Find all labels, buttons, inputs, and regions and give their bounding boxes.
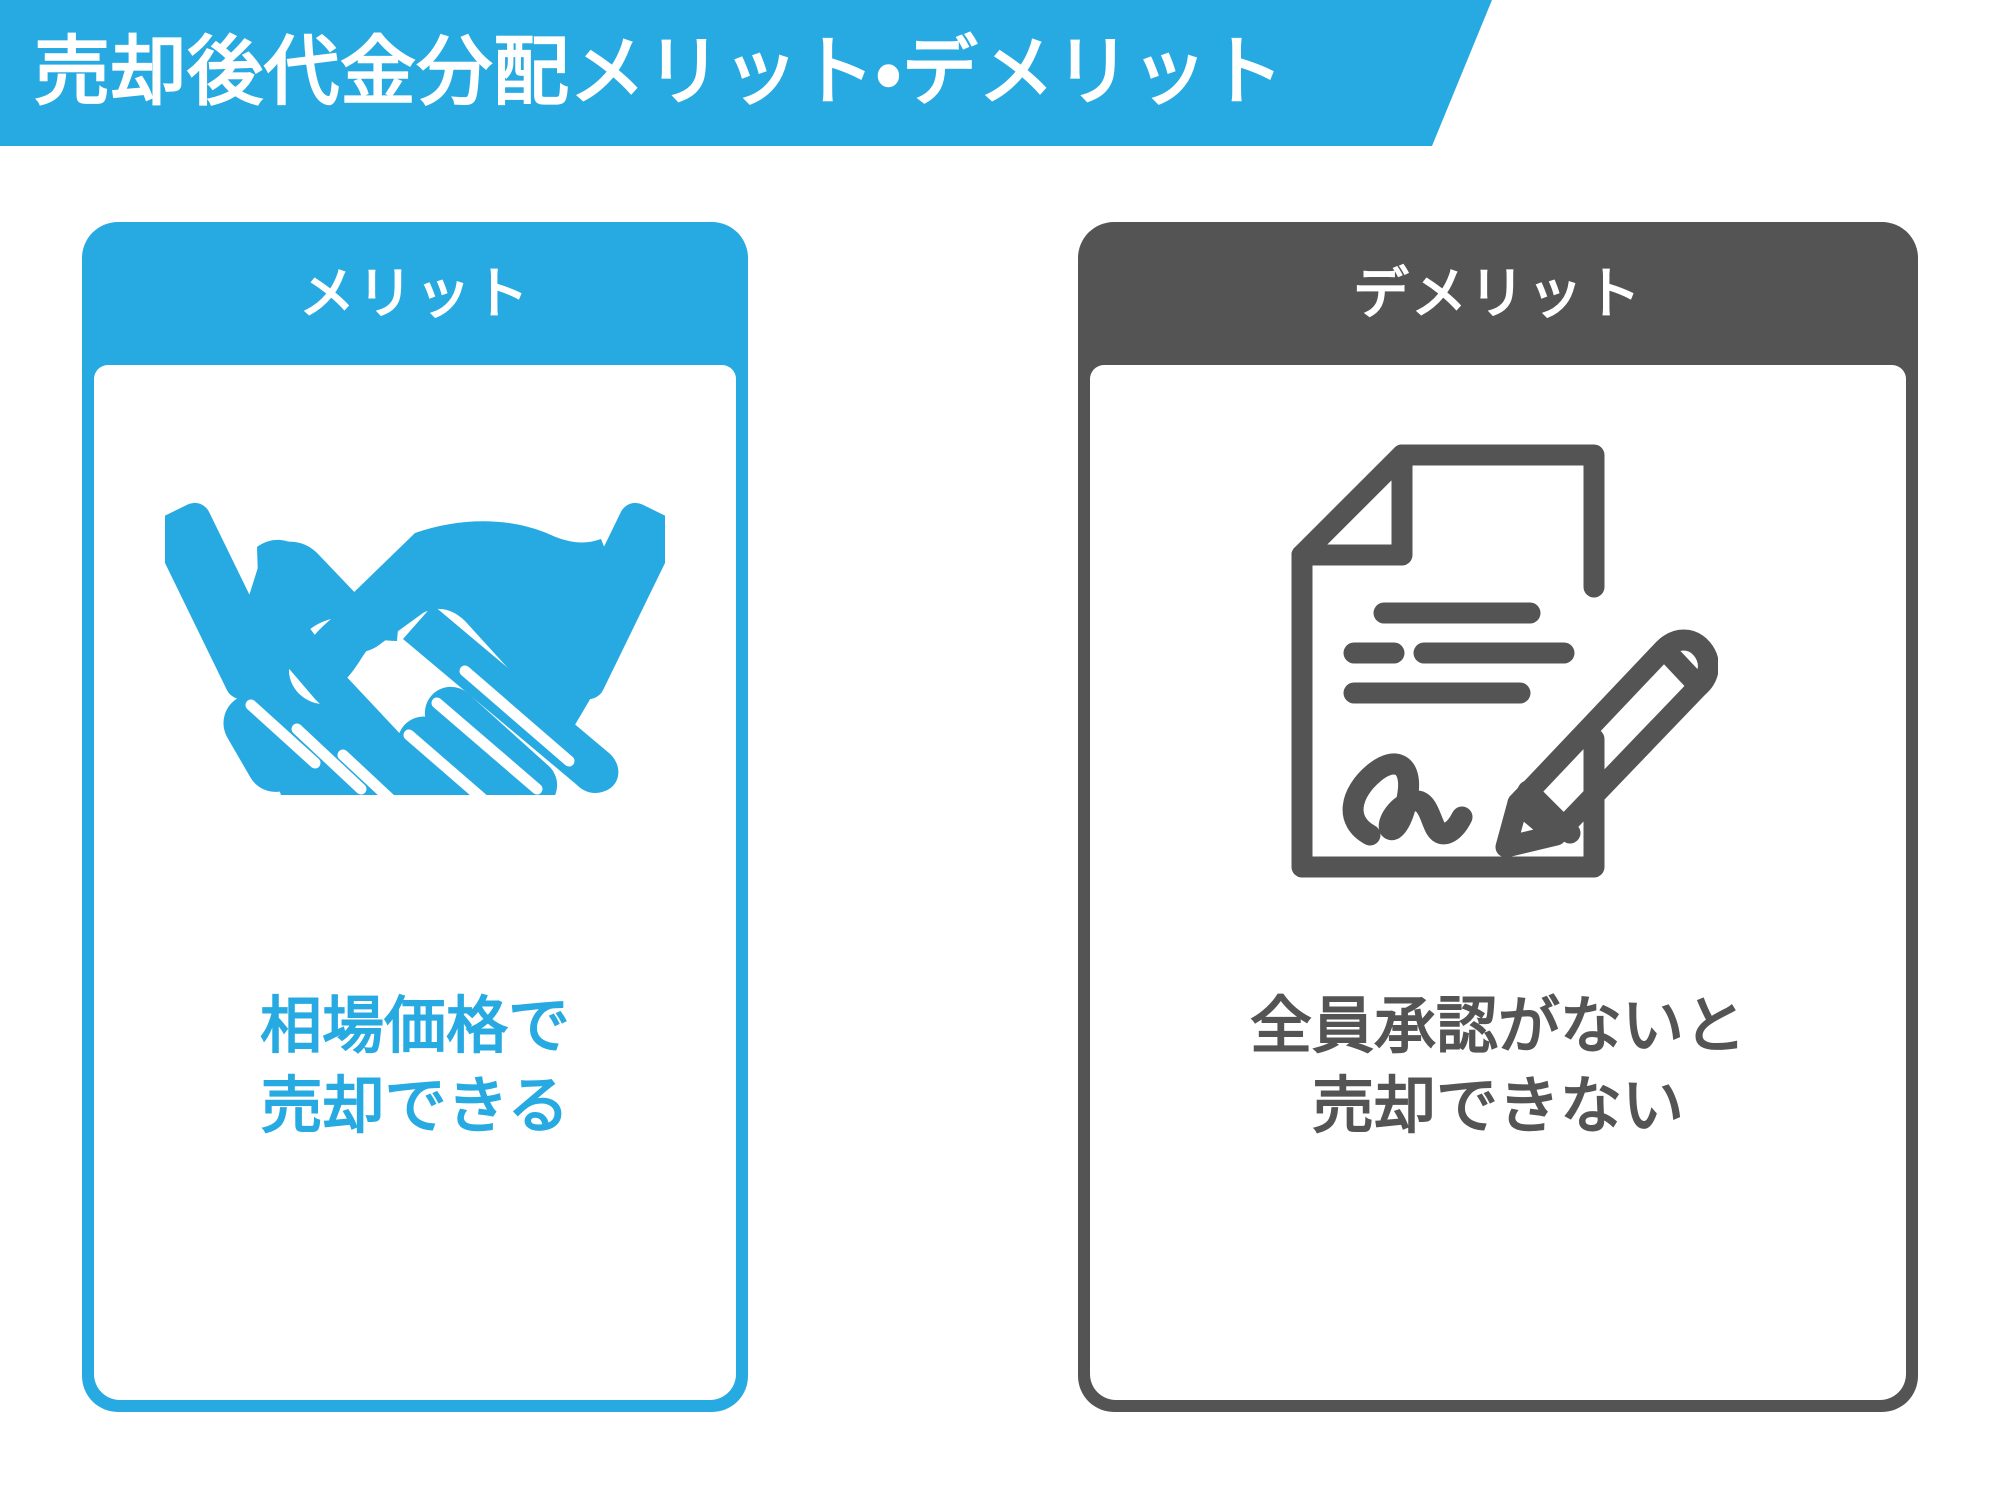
demerit-caption-line-1: 全員承認がないと: [1249, 992, 1746, 1062]
demerit-card-header-label: デメリット: [1353, 261, 1643, 325]
page-title: 売却後代金分配メリット・デメリット: [34, 30, 1285, 115]
demerit-card-caption: 全員承認がないと 売却できない: [1250, 987, 1746, 1400]
merit-card-body: 相場価格で 売却できる: [94, 365, 736, 1400]
demerit-caption-line-2: 売却できない: [1311, 1071, 1684, 1141]
merit-card: メリット: [82, 222, 748, 1412]
title-banner: 売却後代金分配メリット・デメリット: [0, 0, 1492, 146]
merit-card-header-label: メリット: [299, 261, 531, 325]
demerit-card: デメリット: [1078, 222, 1918, 1412]
demerit-card-body: 全員承認がないと 売却できない: [1090, 365, 1906, 1400]
merit-card-caption: 相場価格で 売却できる: [260, 987, 570, 1400]
handshake-icon: [165, 473, 665, 795]
merit-caption-line-2: 売却できる: [260, 1071, 570, 1141]
merit-caption-line-1: 相場価格で: [259, 992, 570, 1062]
contract-signature-pen-icon: [1278, 421, 1718, 891]
demerit-card-header: デメリット: [1090, 222, 1906, 365]
merit-card-header: メリット: [94, 222, 736, 365]
